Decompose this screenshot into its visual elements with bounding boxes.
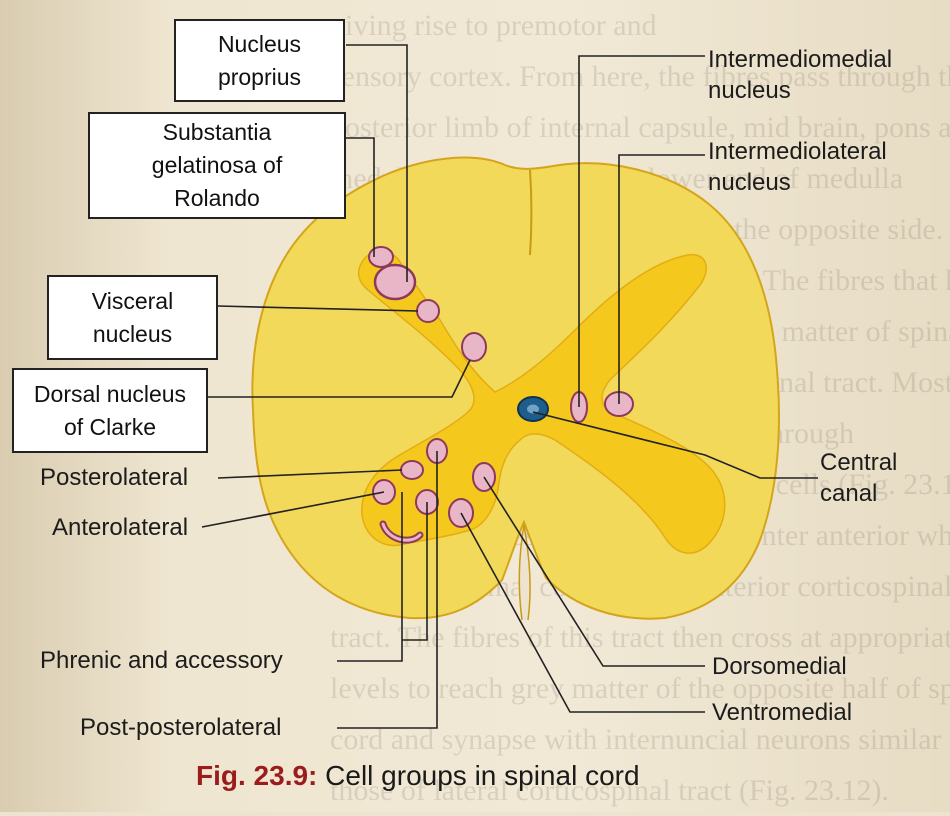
label-intermediomedial-line1: Intermediomedial bbox=[708, 46, 893, 73]
label-intermediolateral: Intermediolateral nucleus bbox=[708, 136, 887, 198]
anterior-median-fissure bbox=[518, 524, 531, 621]
leader-ventromedial bbox=[460, 512, 705, 713]
label-nucleus-proprius: Nucleus proprius bbox=[174, 19, 345, 102]
label-post-posterolateral: Post-posterolateral bbox=[80, 714, 282, 741]
background-text-line: sensory cortex. From here, the fibres pa… bbox=[330, 60, 950, 93]
central-canal-lumen bbox=[527, 404, 539, 414]
leader-phrenic-accessory bbox=[337, 492, 403, 662]
background-text-line: tract. The fibres of this tract then cro… bbox=[330, 621, 950, 654]
leader-anterolateral bbox=[201, 491, 385, 528]
posterolateral-cell bbox=[400, 460, 424, 480]
figure-caption-text: Cell groups in spinal cord bbox=[325, 760, 640, 791]
label-central-canal-line2: canal bbox=[820, 480, 878, 507]
leader-posterolateral bbox=[217, 469, 403, 479]
label-central-canal-line1: Central bbox=[820, 449, 898, 476]
posterior-median-septum bbox=[529, 169, 533, 256]
figure-number: Fig. 23.9: bbox=[196, 760, 318, 791]
label-intermediomedial-line2: nucleus bbox=[708, 77, 791, 104]
label-dorsomedial: Dorsomedial bbox=[712, 653, 847, 680]
leader-post-posterolateral bbox=[337, 451, 438, 729]
label-ventromedial: Ventromedial bbox=[712, 699, 853, 726]
background-text-line: levels to reach grey matter of the oppos… bbox=[330, 672, 950, 705]
leader-intermediolateral bbox=[618, 154, 705, 404]
leader-lines bbox=[201, 44, 818, 729]
label-nucleus-proprius-text: Nucleus proprius bbox=[217, 30, 302, 90]
leader-visceral-nucleus bbox=[217, 305, 419, 312]
leader-dorsomedial bbox=[483, 476, 705, 667]
label-visceral-nucleus-text: Visceral nucleus bbox=[91, 287, 174, 347]
leader-phrenic-accessory-2 bbox=[402, 502, 428, 641]
label-phrenic-accessory: Phrenic and accessory bbox=[40, 647, 283, 674]
label-intermediolateral-line2: nucleus bbox=[708, 169, 791, 196]
label-central-canal: Central canal bbox=[820, 447, 897, 509]
label-substantia-gelatinosa: Substantia gelatinosa of Rolando bbox=[88, 112, 346, 219]
leader-central-canal bbox=[532, 411, 818, 479]
label-posterolateral: Posterolateral bbox=[40, 464, 189, 491]
nuclei bbox=[368, 246, 634, 544]
leader-substantia-gelatinosa bbox=[346, 137, 375, 257]
label-anterolateral: Anterolateral bbox=[52, 514, 189, 541]
background-text-line: posterior limb of internal capsule, mid … bbox=[330, 111, 950, 144]
nucleus-proprius-nucleus bbox=[373, 263, 417, 301]
label-intermediolateral-line1: Intermediolateral bbox=[708, 138, 887, 165]
leader-intermediomedial bbox=[578, 55, 705, 407]
visceral-nucleus-cell bbox=[416, 299, 440, 323]
background-text-line: those of lateral corticospinal tract (Fi… bbox=[330, 774, 889, 807]
background-text-line: giving rise to premotor and bbox=[330, 9, 657, 42]
anterior-horn-crescent-fill bbox=[381, 522, 422, 542]
leader-nucleus-proprius bbox=[346, 44, 408, 282]
substantia-gelatinosa-nucleus bbox=[368, 246, 394, 268]
label-intermediomedial: Intermediomedial nucleus bbox=[708, 44, 892, 106]
figure-caption: Fig. 23.9: Cell groups in spinal cord bbox=[196, 760, 640, 792]
label-dorsal-nucleus-clarke-text: Dorsal nucleus of Clarke bbox=[33, 380, 187, 440]
label-substantia-gelatinosa-text: Substantia gelatinosa of Rolando bbox=[151, 119, 283, 211]
leader-dorsal-nucleus-clarke bbox=[208, 359, 471, 398]
dorsal-nucleus-clarke-cell bbox=[461, 332, 487, 362]
label-visceral-nucleus: Visceral nucleus bbox=[47, 275, 218, 360]
label-dorsal-nucleus-clarke: Dorsal nucleus of Clarke bbox=[12, 368, 208, 453]
